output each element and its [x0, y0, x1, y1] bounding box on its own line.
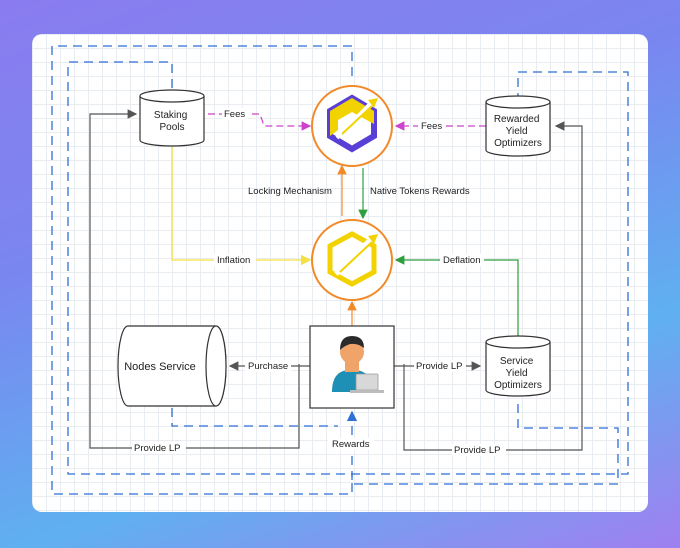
edge-label-purchase: Purchase	[248, 361, 288, 372]
edge-labels: Fees Fees Locking Mechanism Native Token…	[132, 108, 506, 456]
nodes-service-node: Nodes Service	[117, 325, 227, 407]
token-logo-icon	[327, 94, 378, 153]
nodes-service-label: Nodes Service	[124, 361, 196, 373]
orange-connectors	[337, 164, 357, 326]
green-connectors	[358, 168, 519, 336]
edge-label-fees-right: Fees	[421, 121, 442, 132]
rewarded-yield-optimizers-node: Rewarded Yield Optimizers	[485, 95, 551, 157]
token-logo-top	[311, 85, 393, 167]
token-logo-middle	[311, 219, 393, 301]
staking-pools-label: Staking Pools	[154, 110, 190, 133]
blue-dashed-loops	[51, 45, 629, 495]
service-yield-optimizers-label: Service Yield Optimizers	[494, 356, 542, 391]
edge-label-native-rewards: Native Tokens Rewards	[370, 186, 470, 197]
edge-label-provide-lp-bottom-right: Provide LP	[454, 445, 500, 456]
edge-label-deflation: Deflation	[443, 255, 481, 266]
service-yield-optimizers-node: Service Yield Optimizers	[485, 335, 551, 397]
edge-label-fees-left: Fees	[224, 109, 245, 120]
edge-label-provide-lp-right: Provide LP	[416, 361, 462, 372]
staking-pools-node: Staking Pools	[139, 89, 205, 147]
edge-label-inflation: Inflation	[217, 255, 250, 266]
edge-label-provide-lp-left: Provide LP	[134, 443, 180, 454]
edge-label-rewards: Rewards	[332, 439, 370, 450]
user-laptop-icon	[332, 336, 384, 393]
flow-diagram: Fees Fees Locking Mechanism Native Token…	[51, 45, 629, 495]
edge-label-locking: Locking Mechanism	[248, 186, 332, 197]
rewarded-yield-optimizers-label: Rewarded Yield Optimizers	[494, 114, 542, 149]
inflation-connector	[171, 146, 312, 266]
user-node	[309, 325, 395, 409]
diagram-canvas: Fees Fees Locking Mechanism Native Token…	[32, 34, 648, 512]
token-logo-icon	[327, 231, 378, 287]
